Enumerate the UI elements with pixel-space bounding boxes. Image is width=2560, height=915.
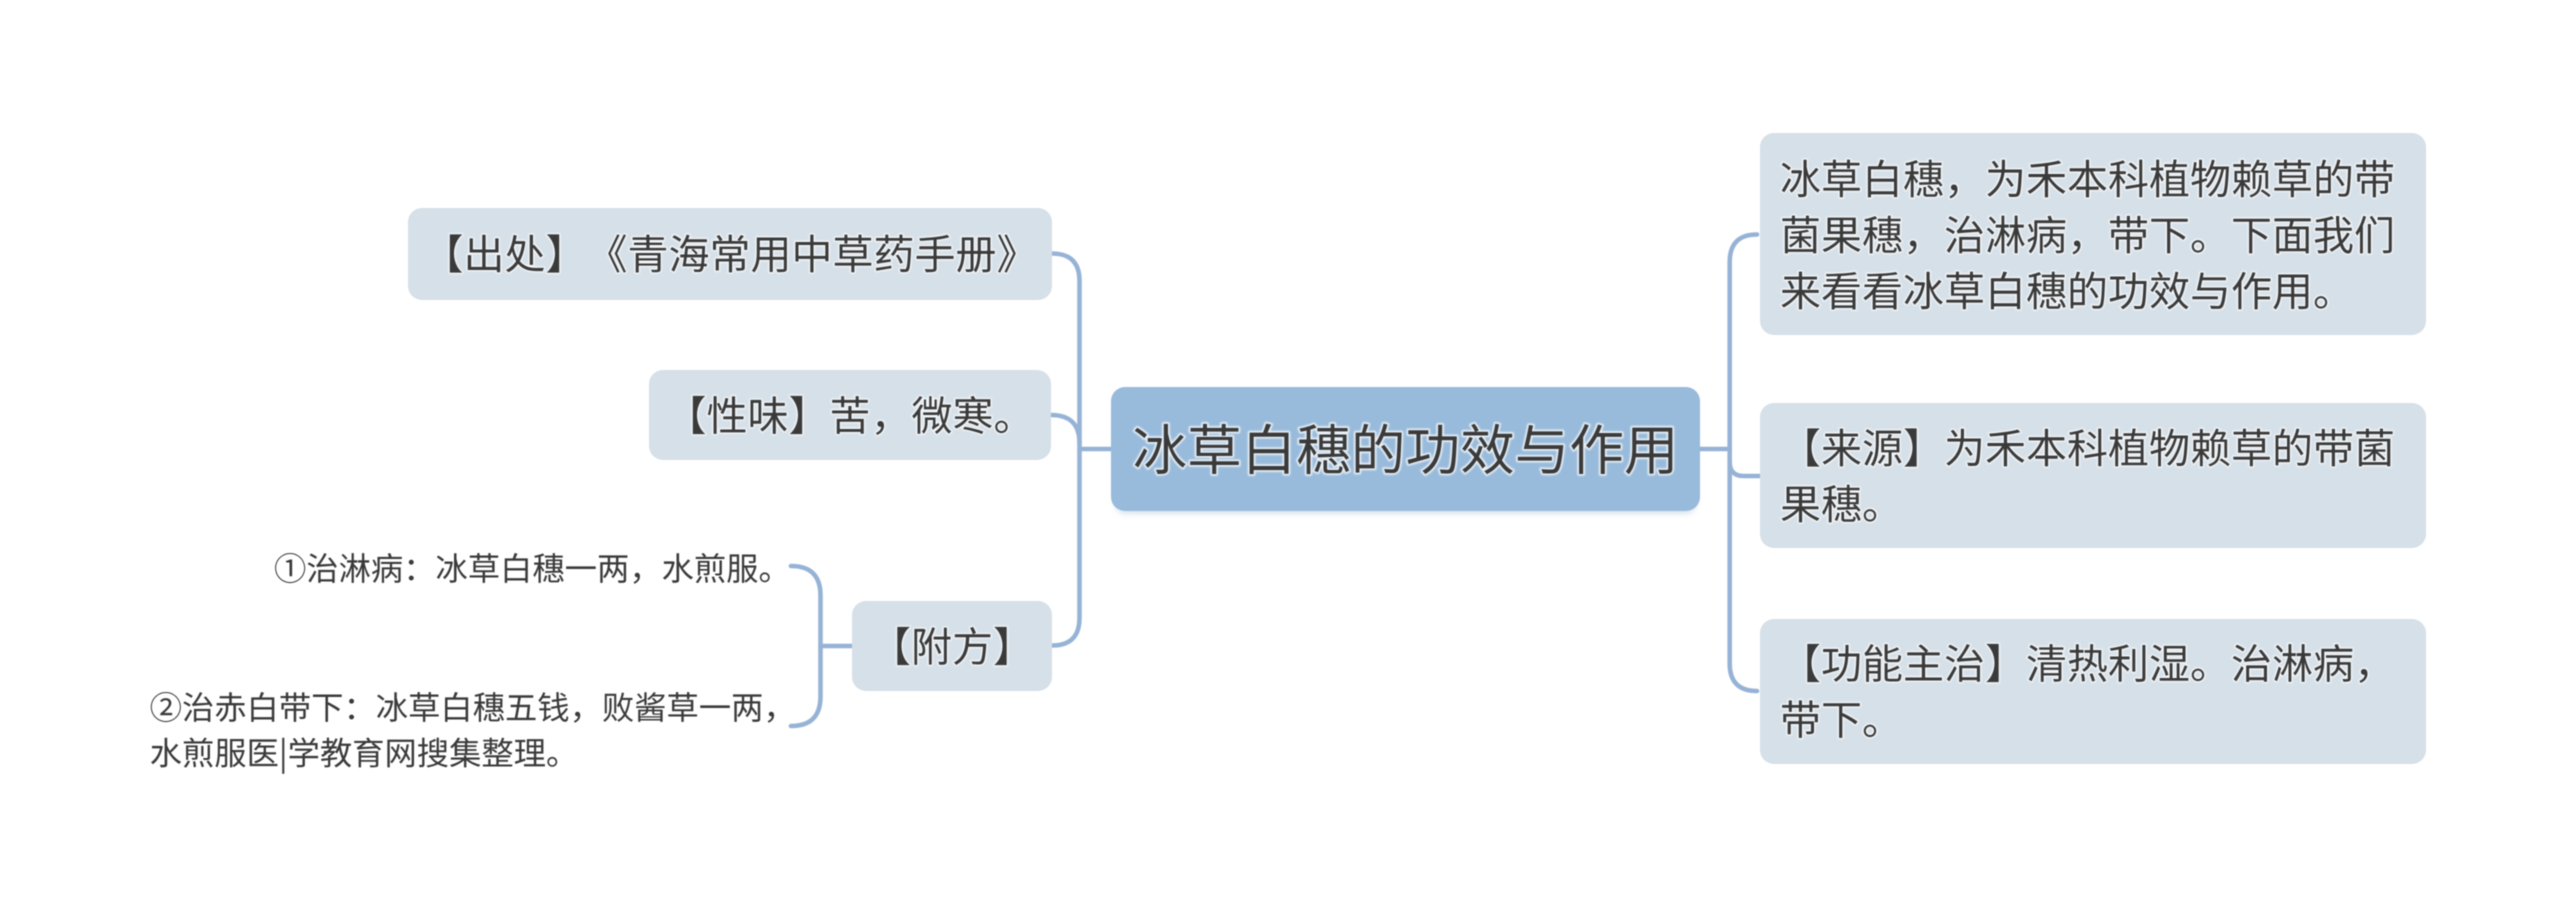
branch-node-prescriptions[interactable]: 【附方】 (852, 601, 1052, 691)
connector-right-bus (1727, 232, 1760, 694)
subtopic-remedy-2-label: ②治赤白带下：冰草白穗五钱，败酱草一两，水煎服医|学教育网搜集整理。 (146, 692, 478, 703)
subtopic-remedy-2[interactable]: ②治赤白带下：冰草白穗五钱，败酱草一两，水煎服医|学教育网搜集整理。 (146, 687, 806, 773)
branch-node-prescriptions-label: 【附方】 (852, 606, 892, 617)
subtopic-remedy-1-label: ①治淋病：冰草白穗一两，水煎服。 (270, 553, 429, 564)
subtopic-remedy-1[interactable]: ①治淋病：冰草白穗一两，水煎服。 (270, 548, 830, 588)
branch-node-source-label: 【出处】《青海常用中草药手册》 (408, 213, 553, 224)
central-topic[interactable]: 冰草白穗的功效与作用 (1111, 387, 1700, 511)
branch-node-source[interactable]: 【出处】《青海常用中草药手册》 (408, 208, 1052, 300)
central-topic-label: 冰草白穗的功效与作用 (1111, 392, 1211, 403)
connector-branch-xingwei (1048, 412, 1082, 446)
branch-node-functions[interactable]: 【功能主治】清热利湿。治淋病，带下。 (1760, 619, 2426, 764)
branch-node-origin[interactable]: 【来源】为禾本科植物赖草的带菌果穗。 (1760, 403, 2426, 548)
branch-node-property[interactable]: 【性味】苦，微寒。 (649, 370, 1051, 460)
branch-node-intro-label: 冰草白穗，为禾本科植物赖草的带菌果穗，治淋病，带下。下面我们来看看冰草白穗的功效… (1760, 138, 2200, 149)
branch-node-origin-label: 【来源】为禾本科植物赖草的带菌果穗。 (1760, 408, 1940, 419)
branch-node-functions-label: 【功能主治】清热利湿。治淋病，带下。 (1760, 624, 1940, 635)
connector-branch-laiyuan (1727, 459, 1764, 479)
connector-left-bus (1049, 251, 1082, 648)
branch-node-intro[interactable]: 冰草白穗，为禾本科植物赖草的带菌果穗，治淋病，带下。下面我们来看看冰草白穗的功效… (1760, 133, 2426, 335)
branch-node-property-label: 【性味】苦，微寒。 (649, 375, 739, 386)
